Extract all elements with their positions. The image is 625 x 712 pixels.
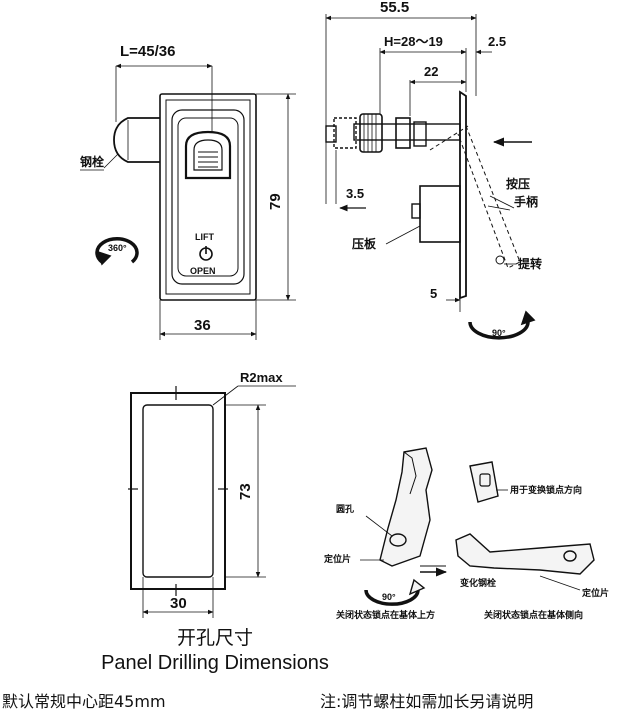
dim-total-label: 55.5 — [380, 0, 409, 16]
rotation-360-icon — [95, 237, 139, 264]
label-closed-side: 关闭状态锁点在基体侧向 — [484, 609, 583, 621]
label-change-lock-direction: 用于变换锁点方向 — [509, 484, 582, 496]
latch-horizontal — [455, 533, 595, 575]
dim-cutout-height-label: 73 — [237, 483, 254, 500]
cutout-caption-en: Panel Drilling Dimensions — [101, 652, 329, 674]
label-round-hole: 圆孔 — [336, 503, 354, 515]
rotation-90-detail-icon — [364, 589, 420, 606]
bolt-piece — [469, 461, 499, 503]
cutout-outer — [130, 392, 226, 590]
front-handle-frame — [171, 109, 245, 285]
cutout-inner — [142, 404, 214, 578]
detail-drawing — [360, 447, 595, 606]
label-positioning-piece: 定位片 — [323, 553, 351, 565]
dim-22-label: 22 — [424, 64, 438, 79]
finger-pocket — [184, 130, 232, 180]
side-body — [419, 185, 461, 243]
label-positioning-piece-2: 定位片 — [581, 587, 609, 599]
cutout-drawing — [128, 385, 296, 618]
handle-swing-dashed — [457, 125, 521, 269]
dim-height-label: 79 — [267, 193, 284, 210]
side-spindle — [353, 123, 461, 141]
label-rotation-90: 90° — [382, 592, 396, 602]
rotation-360-label: 360° — [108, 243, 127, 253]
label-handle: 手柄 — [514, 194, 538, 209]
stamp-lift: LIFT — [195, 232, 214, 242]
latch-vertical — [379, 447, 433, 567]
stamp-open: OPEN — [190, 266, 216, 276]
front-handle-inner — [177, 117, 239, 277]
dim-h-label: H=28～19 — [384, 34, 443, 49]
side-face-plate — [459, 90, 467, 300]
dim-cutout-width-label: 30 — [170, 595, 187, 612]
rotation-90-label: 90° — [492, 328, 506, 338]
steel-bolt — [113, 117, 160, 163]
dim-gap-label: 2.5 — [488, 34, 506, 49]
dim-length-label: L=45/36 — [120, 43, 175, 60]
side-view — [325, 14, 536, 340]
cutout-caption-cn: 开孔尺寸 — [176, 627, 253, 649]
front-view — [80, 63, 296, 340]
label-plate: 压板 — [352, 236, 377, 251]
dim-5-label: 5 — [430, 286, 437, 301]
label-lift: 提转 — [518, 256, 542, 271]
note-default-center-distance: 默认常规中心距45mm — [2, 692, 166, 711]
rotation-90-icon — [468, 321, 530, 340]
label-steel-bolt: 钢栓 — [80, 154, 104, 169]
dim-radius-label: R2max — [240, 370, 283, 385]
label-closed-top: 关闭状态锁点在基体上方 — [336, 609, 435, 621]
label-press: 按压 — [506, 176, 530, 191]
dim-width-label: 36 — [194, 317, 211, 334]
note-extension-request: 注:调节螺柱如需加长另请说明 — [320, 692, 534, 711]
label-change-pin: 变化钢栓 — [460, 577, 496, 589]
front-bezel-inner — [165, 99, 251, 295]
front-bezel — [159, 93, 257, 301]
dim-35-label: 3.5 — [346, 186, 364, 201]
